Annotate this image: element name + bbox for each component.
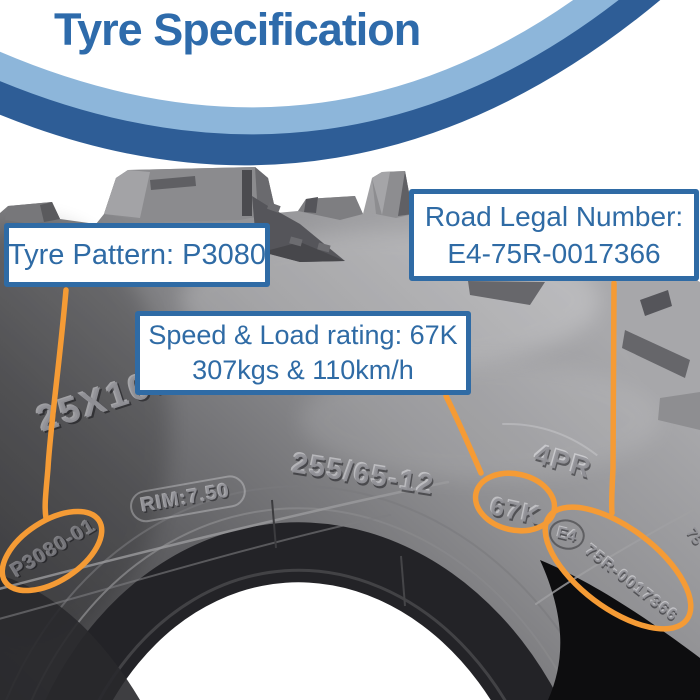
rim-ridge-line-right	[535, 506, 700, 605]
tyre-pattern-callout-box: Tyre Pattern: P3080	[4, 223, 270, 287]
mold-seam	[271, 499, 277, 549]
roadlegal-callout-circle	[542, 504, 694, 632]
svg-text:E4: E4	[555, 524, 578, 545]
pattern-callout-line	[42, 287, 69, 521]
page-title: Tyre Specification	[54, 4, 421, 55]
sidewall-shadow-left	[0, 220, 170, 640]
road-legal-line2: E4-75R-0017366	[447, 238, 661, 269]
road-legal-callout-box: Road Legal Number: E4-75R-0017366	[409, 189, 699, 281]
bottom-left-bead	[0, 575, 140, 700]
tyre-pattern-label: Tyre Pattern: P3080	[8, 238, 266, 271]
bead-and-opening	[0, 480, 700, 700]
header-swoosh	[0, 0, 661, 166]
mold-seam-2	[400, 555, 406, 607]
swoosh-light-band	[0, 0, 619, 135]
speed-load-line1: Speed & Load rating: 67K	[148, 320, 458, 350]
speed-callout-line	[443, 393, 484, 476]
inner-bead-shadow	[540, 560, 700, 700]
rim-ridge-line-left	[0, 480, 450, 590]
speed-load-callout-box: Speed & Load rating: 67K 307kgs & 110km/…	[135, 311, 471, 395]
pattern-callout-circle	[0, 508, 105, 594]
speed-load-line2: 307kgs & 110km/h	[192, 355, 414, 385]
marking-speed-load-code: 67K 67K 67K	[487, 491, 546, 533]
tread-knobs	[5, 167, 700, 430]
tyre-body: 25X10.00 25X10.00 25X10.00 255/65-12 255…	[0, 167, 700, 700]
annotations	[0, 280, 694, 632]
svg-text:E4: E4	[556, 526, 579, 547]
marking-e-mark: E4 E4 E4	[549, 519, 585, 550]
swoosh-dark-band	[0, 0, 661, 166]
road-legal-line1: Road Legal Number:	[424, 201, 684, 232]
svg-text:E4: E4	[554, 523, 577, 544]
roadlegal-callout-line	[608, 280, 617, 516]
